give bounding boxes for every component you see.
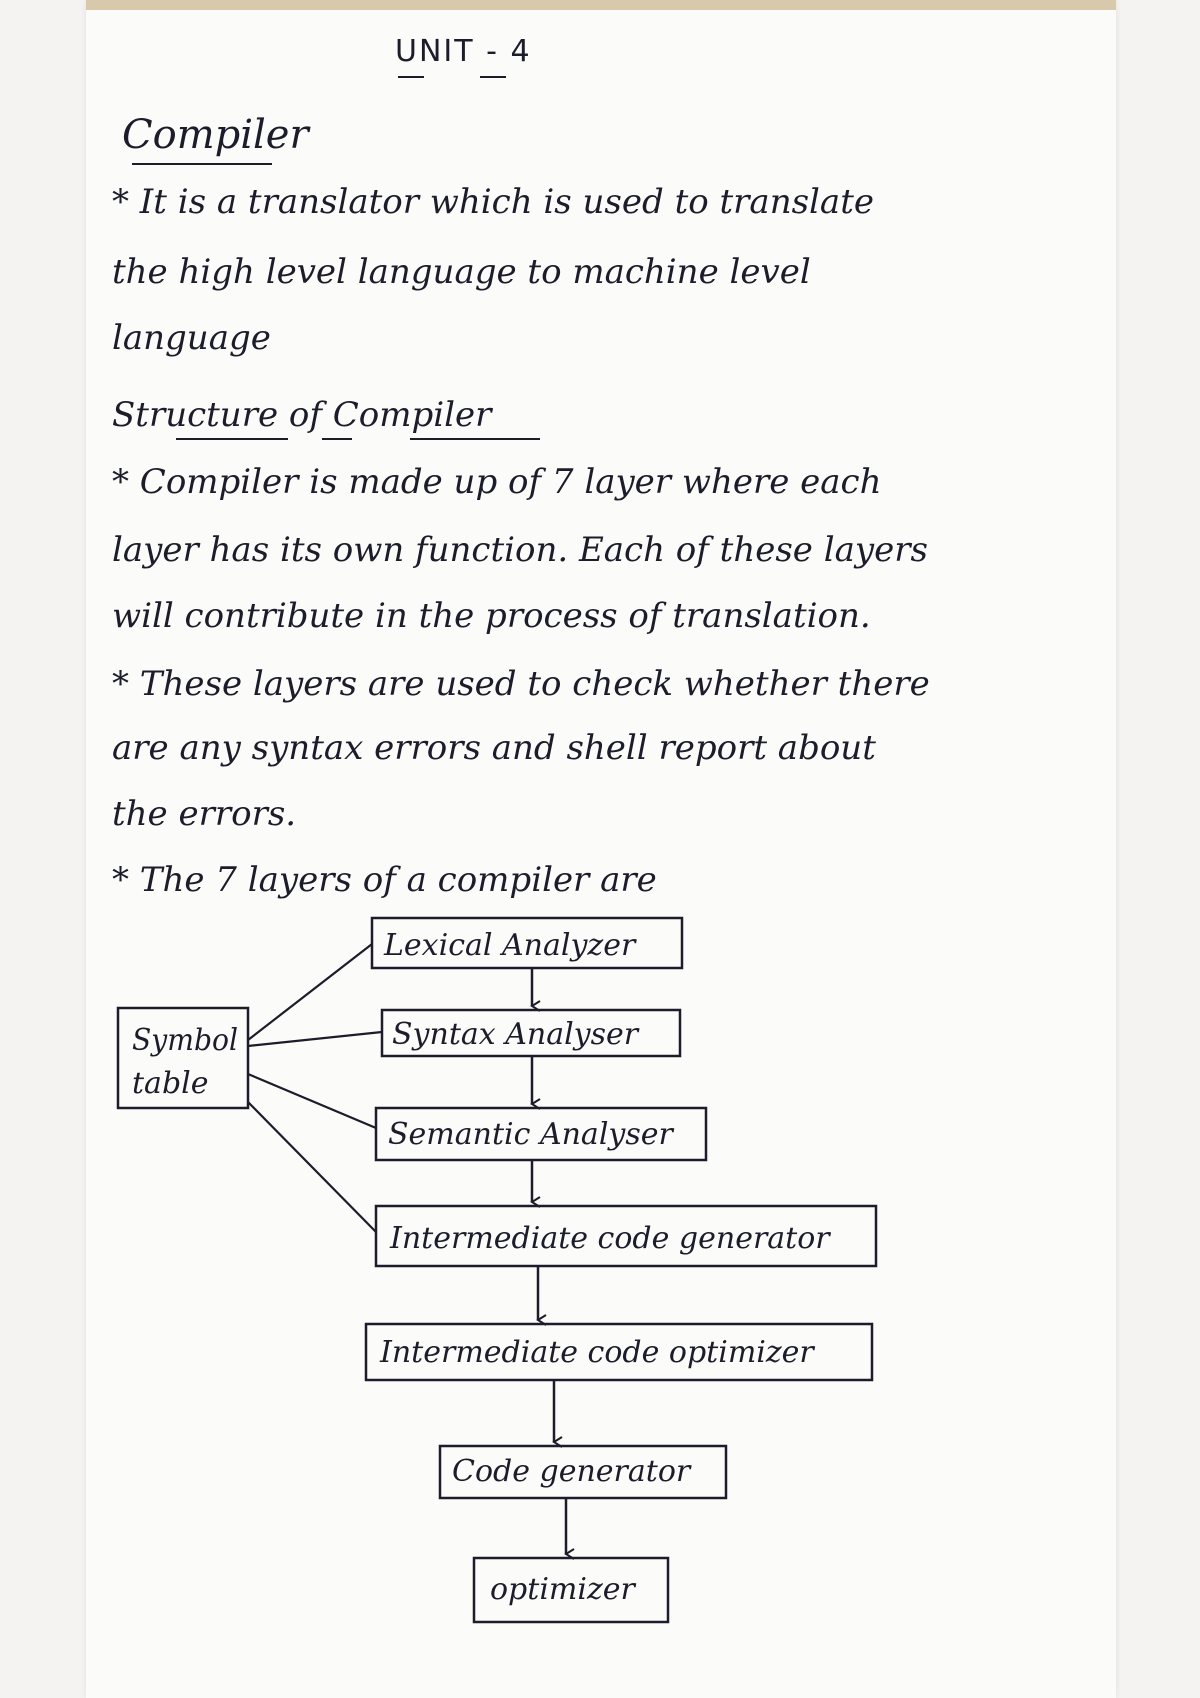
page-title: UNIT - 4: [395, 34, 532, 69]
layer-label: Syntax Analyser: [392, 1017, 640, 1052]
layer-box-codegen: [438, 1444, 728, 1500]
structure-line: layer has its own function. Each of thes…: [112, 530, 928, 570]
symbol-table-connector: [247, 1030, 383, 1048]
layer-label: Intermediate code generator: [389, 1221, 831, 1256]
symbol-table-connector: [247, 943, 373, 1041]
definition-line: the high level language to machine level: [112, 252, 811, 292]
symbol-table-connector: [247, 1072, 377, 1130]
heading-underline: [132, 163, 272, 165]
symbol-table-connector: [247, 1101, 377, 1233]
subheading-underline: [176, 438, 288, 440]
section-heading: Compiler: [122, 112, 309, 158]
layer-label: Code generator: [452, 1454, 692, 1489]
layer-box-icg: [374, 1204, 878, 1268]
title-squiggle: [398, 76, 424, 78]
symbol-table-box: [116, 1006, 250, 1110]
layer-box-lexical: [370, 916, 684, 970]
page-edge: [86, 0, 1116, 10]
title-squiggle: [480, 76, 506, 78]
layer-box-semantic: [374, 1106, 708, 1162]
definition-line: * It is a translator which is used to tr…: [112, 182, 874, 222]
structure-line: will contribute in the process of transl…: [112, 596, 871, 636]
subheading-underline: [410, 438, 540, 440]
layer-label: Intermediate code optimizer: [379, 1335, 815, 1370]
subsection-heading: Structure of Compiler: [112, 395, 492, 435]
layer-label: Semantic Analyser: [388, 1117, 675, 1152]
notebook-page: [86, 0, 1116, 1698]
layer-box-optimizer: [364, 1322, 874, 1382]
structure-line: * The 7 layers of a compiler are: [112, 860, 657, 900]
structure-line: * These layers are used to check whether…: [112, 664, 930, 704]
symbol-table-label: Symbol: [132, 1023, 238, 1058]
layer-label: Lexical Analyzer: [383, 928, 637, 963]
structure-line: are any syntax errors and shell report a…: [112, 728, 876, 768]
symbol-table-label: table: [132, 1066, 209, 1101]
definition-line: language: [112, 318, 271, 358]
layer-label: optimizer: [490, 1572, 637, 1607]
structure-line: * Compiler is made up of 7 layer where e…: [112, 462, 882, 502]
subheading-underline: [322, 438, 352, 440]
structure-line: the errors.: [112, 794, 297, 834]
